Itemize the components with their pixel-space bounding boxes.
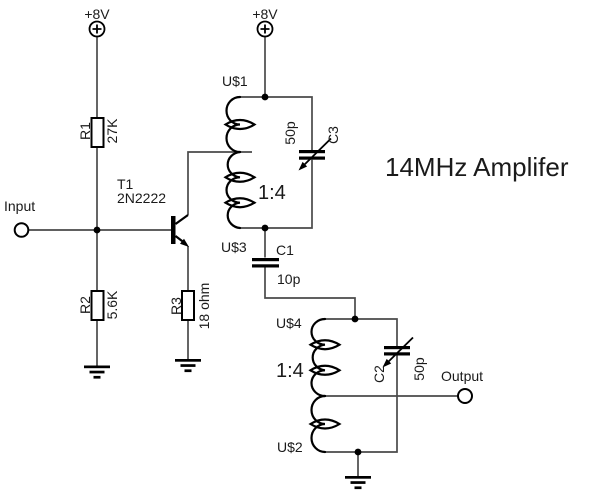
tr1-primary-coil: [225, 95, 242, 154]
c2-trimmer-arrow: [384, 336, 414, 366]
capacitor-c2: C2 50p: [371, 336, 427, 383]
junction-dot: [261, 224, 269, 232]
ground-icon-r2: [84, 365, 110, 379]
tr2-secondary-label: U$2: [277, 439, 303, 455]
junction-dot: [261, 93, 269, 101]
r3-ref: R3: [168, 297, 184, 315]
vcc1-label: +8V: [84, 6, 110, 22]
output-terminal: [457, 388, 473, 404]
r2-ref: R2: [77, 296, 93, 314]
c3-trimmer-arrow: [300, 137, 332, 169]
t1-collector-lead: [174, 214, 189, 225]
vcc-icon: [256, 20, 274, 38]
junction-dots: [93, 93, 362, 456]
c1-plate: [252, 264, 279, 268]
junction-dot: [351, 315, 359, 323]
power-rail-2: +8V: [252, 6, 278, 38]
c2-plate: [384, 346, 410, 350]
tr2-primary-label: U$4: [276, 315, 302, 331]
c3-value: 50p: [282, 121, 298, 145]
c3-ref: C3: [325, 126, 341, 144]
tr2-loop: [308, 364, 342, 376]
input-label: Input: [4, 198, 35, 214]
tr2-ratio-label: 1:4: [276, 360, 304, 382]
vcc-icon: [88, 20, 106, 38]
tr2-secondary-coil: [310, 394, 327, 454]
tr1-secondary-label: U$3: [221, 239, 247, 255]
c1-ref: C1: [276, 242, 294, 258]
resistor-r1: R1 27K: [77, 117, 120, 148]
tr2-loop: [308, 339, 342, 351]
c2-arrow-head-icon: [382, 358, 392, 368]
r1-body: [90, 117, 105, 148]
input-port: Input: [4, 198, 35, 238]
resistor-r3: R3 18 ohm: [168, 283, 212, 330]
wire-tr2-bottom-branch: [325, 355, 398, 453]
wire-c1-tr2: [264, 267, 356, 319]
junction-dot: [93, 226, 101, 234]
wires: [28, 36, 458, 476]
tr1-loop: [223, 197, 257, 209]
c3-arrow-head-icon: [298, 161, 308, 171]
c1-plate: [252, 258, 279, 262]
vcc2-label: +8V: [252, 6, 278, 22]
t1-emitter-arrow-icon: [180, 238, 189, 247]
r2-value: 5.6K: [104, 290, 120, 319]
schematic-title: 14MHz Amplifer: [385, 152, 569, 182]
tr1-ratio-label: 1:4: [258, 182, 286, 204]
r2-body: [90, 290, 105, 321]
output-port: Output: [441, 368, 483, 404]
power-rail-1: +8V: [84, 6, 110, 38]
c2-value: 50p: [411, 357, 427, 381]
t1-base-bar: [171, 216, 176, 244]
input-terminal: [13, 222, 30, 238]
tr1-primary-label: U$1: [222, 73, 248, 89]
r3-body: [181, 290, 195, 321]
tr1-loop: [223, 171, 257, 183]
transformer-1: U$1 U$3 1:4: [221, 73, 286, 255]
t1-ref: T1: [117, 176, 134, 192]
tr2-loop: [308, 418, 342, 430]
ground-icon-r3: [175, 359, 201, 373]
transistor-t1: T1 2N2222: [117, 176, 189, 247]
c3-plate: [299, 150, 325, 154]
r3-value: 18 ohm: [196, 283, 212, 330]
c2-ref: C2: [371, 365, 387, 383]
wire-collector-tap: [187, 151, 252, 215]
t1-part: 2N2222: [117, 190, 166, 206]
capacitor-c3: 50p C3: [282, 121, 341, 171]
tr1-secondary-coil: [225, 150, 242, 230]
output-label: Output: [441, 368, 483, 384]
tr2-primary-coil: [310, 317, 327, 398]
r1-ref: R1: [77, 122, 93, 140]
ground-icon-tr2: [345, 476, 371, 490]
transformer-2: U$4 U$2 1:4: [276, 315, 342, 455]
c1-value: 10p: [277, 271, 301, 287]
resistor-r2: R2 5.6K: [77, 290, 120, 321]
tr1-loop: [223, 118, 257, 131]
capacitor-c1: C1 10p: [252, 242, 301, 287]
junction-dot: [354, 448, 362, 456]
r1-value: 27K: [104, 118, 120, 144]
wire-tr2-top-branch: [325, 318, 398, 346]
